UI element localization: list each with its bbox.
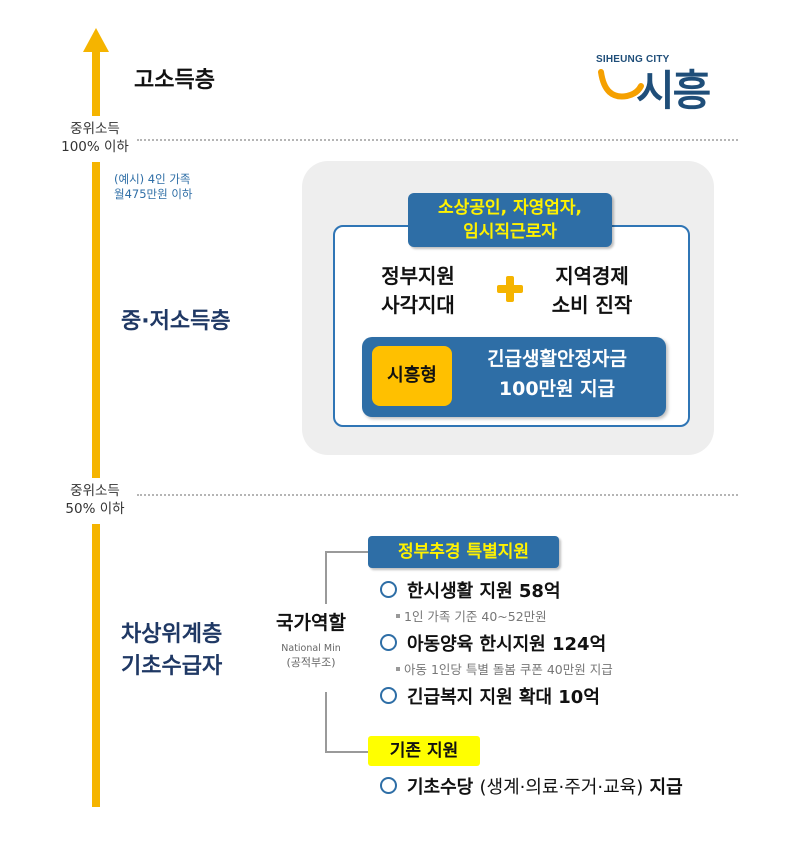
example-line2: 월475만원 이하	[114, 187, 193, 201]
target-group-banner: 소상공인, 자영업자, 임시직근로자	[408, 193, 612, 247]
target-group-line2: 임시직근로자	[463, 222, 557, 242]
threshold-50-line2: 50% 이하	[65, 501, 125, 517]
item-note-text: 1인 가족 기준 40~52만원	[404, 609, 547, 624]
national-role-block: 국가역할 National Min (공적부조)	[266, 610, 356, 670]
item-text: 기초수당	[407, 777, 474, 798]
bracket-gap	[318, 604, 332, 692]
tier-low-line1: 차상위계층	[121, 622, 223, 647]
example-line1: (예시) 4인 가족	[114, 172, 191, 186]
threshold-50-line1: 중위소득	[70, 483, 120, 499]
gov-blind-spot-text: 정부지원 사각지대	[370, 262, 466, 320]
national-role-label: 국가역할	[276, 612, 346, 634]
tier-high-income: 고소득층	[134, 68, 215, 93]
blind-spot-line1: 정부지원	[381, 264, 455, 288]
arrow-up-icon	[83, 28, 109, 52]
threshold-100-line1: 중위소득	[70, 121, 120, 137]
list-item-note: 1인 가족 기준 40~52만원	[396, 609, 547, 625]
siheung-logo-swoosh-icon	[598, 69, 644, 100]
circle-bullet-icon	[380, 777, 397, 794]
target-group-line1: 소상공인, 자영업자,	[438, 198, 582, 218]
logo-city-name: 시흥	[636, 67, 711, 114]
circle-bullet-icon	[380, 687, 397, 704]
plus-icon	[497, 276, 523, 302]
item-paren-text: (생계·의료·주거·교육)	[479, 777, 644, 798]
item-text: 한시생활 지원 58억	[407, 581, 561, 602]
tier-middle-low-income: 중·저소득층	[121, 309, 231, 334]
gov-special-support-banner: 정부추경 특별지원	[368, 536, 559, 568]
threshold-100-line2: 100% 이하	[61, 139, 129, 155]
square-bullet-icon	[396, 667, 400, 671]
circle-bullet-icon	[380, 634, 397, 651]
list-item: 아동양육 한시지원 124억	[380, 633, 606, 657]
emergency-fund-line2: 100만원 지급	[498, 378, 616, 400]
list-item: 기초수당 (생계·의료·주거·교육) 지급	[380, 776, 683, 800]
square-bullet-icon	[396, 614, 400, 618]
example-note: (예시) 4인 가족 월475만원 이하	[114, 172, 193, 202]
local-economy-line2: 소비 진작	[551, 293, 633, 317]
income-axis-arrow	[92, 50, 100, 807]
item-note-text: 아동 1인당 특별 돌봄 쿠폰 40만원 지급	[404, 662, 613, 677]
public-assistance-label: (공적부조)	[286, 656, 336, 669]
item-post-text: 지급	[649, 777, 683, 798]
axis-label-gap	[86, 116, 106, 162]
list-item-note: 아동 1인당 특별 돌봄 쿠폰 40만원 지급	[396, 662, 613, 678]
item-text: 아동양육 한시지원 124억	[407, 634, 607, 655]
tier-low-line2: 기초수급자	[121, 654, 223, 679]
list-item: 긴급복지 지원 확대 10억	[380, 686, 600, 710]
axis-label-gap	[86, 478, 106, 524]
emergency-fund-line1: 긴급생활안정자금	[487, 348, 627, 370]
item-text: 긴급복지 지원 확대 10억	[407, 687, 600, 708]
local-economy-text: 지역경제 소비 진작	[541, 262, 643, 320]
threshold-50-divider	[137, 494, 738, 496]
circle-bullet-icon	[380, 581, 397, 598]
threshold-100-divider	[137, 139, 738, 141]
blind-spot-line2: 사각지대	[381, 293, 455, 317]
local-economy-line1: 지역경제	[555, 264, 629, 288]
threshold-100-label: 중위소득 100% 이하	[50, 120, 140, 156]
logo-city-text: SIHEUNG CITY	[596, 54, 670, 65]
tier-low-income: 차상위계층 기초수급자	[121, 619, 222, 683]
threshold-50-label: 중위소득 50% 이하	[50, 482, 140, 518]
siheung-type-tag: 시흥형	[372, 346, 452, 406]
emergency-fund-text: 긴급생활안정자금 100만원 지급	[452, 344, 662, 404]
existing-support-banner: 기존 지원	[368, 736, 480, 766]
national-min-label: National Min	[281, 643, 341, 654]
list-item: 한시생활 지원 58억	[380, 580, 561, 604]
